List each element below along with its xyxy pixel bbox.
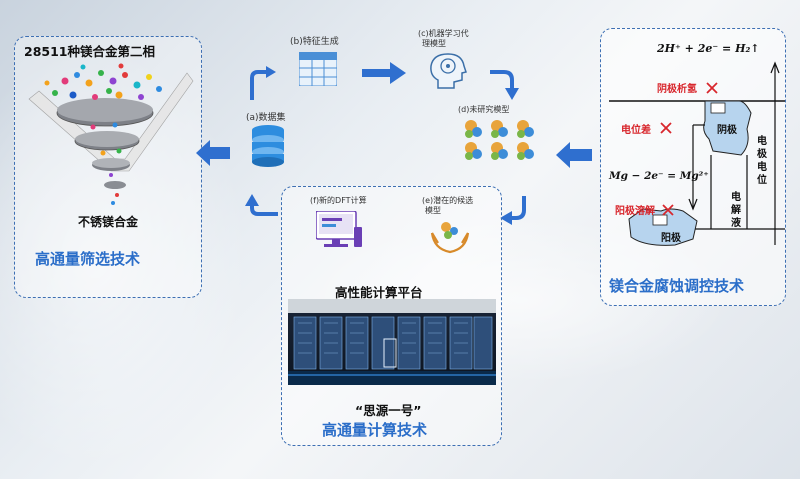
funnel-illustration: [28, 63, 194, 205]
stainless-alloy-label: 不锈镁合金: [78, 215, 139, 229]
database-icon: [252, 125, 284, 167]
particle-cloud: [44, 63, 162, 205]
magnesium-equation: Mg − 2e⁻ = Mg²⁺: [609, 170, 709, 182]
candidate-label-1: (e)潜在的候选: [422, 196, 474, 205]
dft-label: (f)新的DFT计算: [310, 196, 367, 205]
computing-panel: (f)新的DFT计算 (e)潜在的候选 模型 高性能计算平台: [281, 186, 502, 446]
screening-tech-title: 高通量筛选技术: [35, 250, 141, 268]
arrow-from-corrosion: [556, 142, 592, 168]
cathode-label: 阴极: [717, 125, 737, 136]
siyuan-name-label: “思源一号”: [355, 403, 422, 418]
hands-molecule-icon: [430, 222, 470, 254]
supercomputer-photo: [288, 299, 496, 385]
cathode-hydrogen-label: 阴极析氢: [657, 84, 697, 95]
corrosion-panel: 2H⁺ + 2e⁻ = H₂↑ 阴极析氢 电位差 阴极 Mg − 2e⁻ = M…: [600, 28, 786, 306]
electrolyte-label: 电解液: [731, 192, 741, 229]
unstudied-model-label: (d)未研究模型: [458, 105, 510, 114]
curved-arrow-unstudied-to-candidate: [500, 196, 526, 225]
brain-head-icon: [430, 53, 467, 89]
electrode-potential-label: 电极电位: [757, 136, 767, 186]
crystal-models-icon: [465, 120, 534, 160]
ml-model-label-2: 理模型: [422, 39, 446, 48]
anode-label: 阳极: [661, 233, 681, 244]
curved-arrow-dataset-to-feature: [250, 66, 276, 100]
computer-icon: [316, 211, 362, 247]
anode-dissolve-label: 阳极溶解: [615, 206, 655, 217]
feature-generation-label: (b)特征生成: [290, 37, 339, 47]
corrosion-tech-title: 镁合金腐蚀调控技术: [609, 277, 745, 295]
table-icon: [299, 52, 337, 86]
curved-arrow-dft-to-dataset: [245, 194, 278, 216]
arrow-feature-to-ml: [362, 62, 406, 84]
arrow-to-screening: [196, 140, 230, 166]
hydrogen-equation: 2H⁺ + 2e⁻ = H₂↑: [657, 42, 760, 55]
computing-tech-title: 高通量计算技术: [322, 421, 428, 439]
curved-arrow-ml-to-unstudied: [490, 70, 519, 100]
hpc-platform-label: 高性能计算平台: [335, 285, 423, 300]
candidate-label-2: 模型: [425, 206, 441, 215]
second-phase-heading: 28511种镁合金第二相: [24, 44, 155, 59]
potential-diff-label: 电位差: [621, 125, 651, 136]
corrosion-diagram: [609, 61, 785, 246]
ml-model-label-1: (c)机器学习代: [418, 29, 469, 38]
dataset-label: (a)数据集: [246, 113, 286, 123]
screening-panel: 28511种镁合金第二相 不锈镁合金 高通量筛选技术: [14, 36, 202, 298]
